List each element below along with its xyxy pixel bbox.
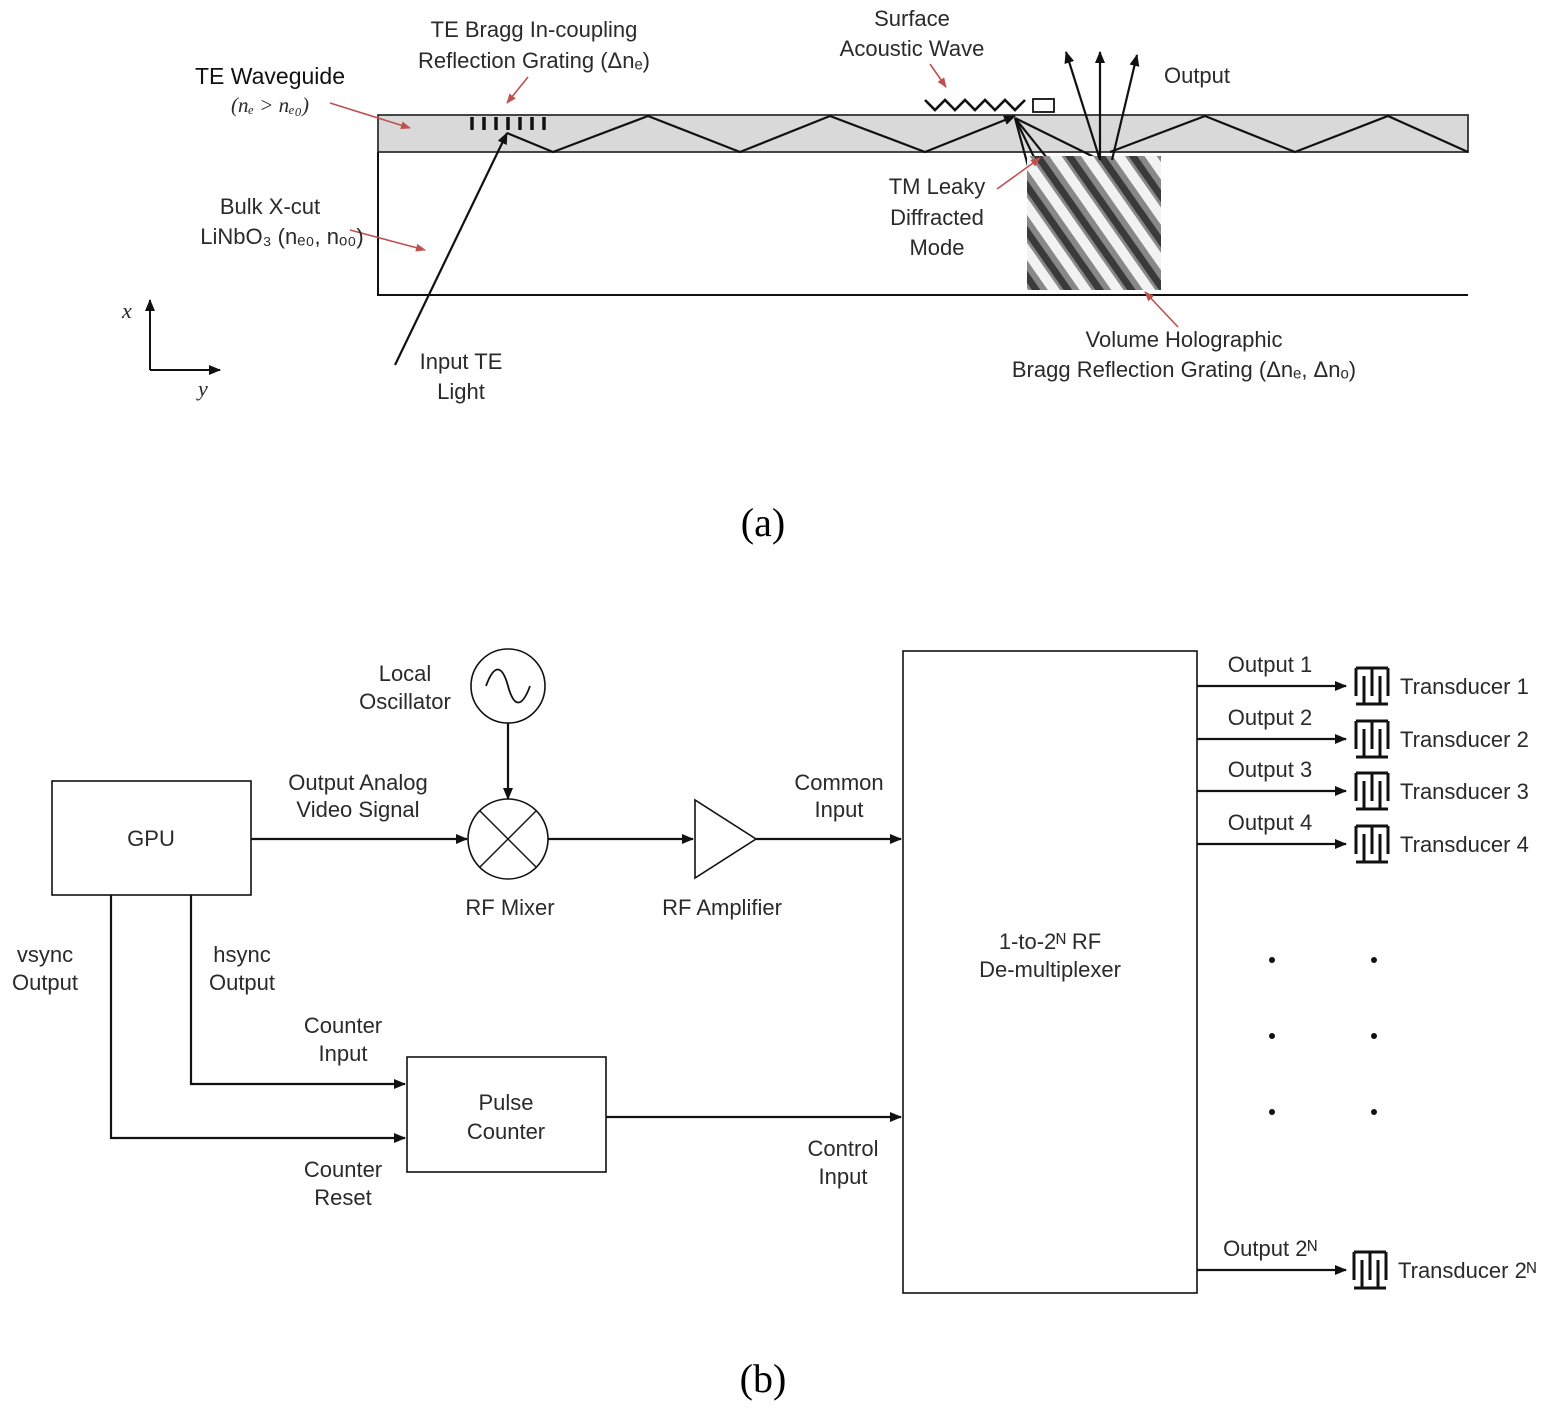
output-label: Output 3: [1228, 757, 1312, 782]
panel-a: x y TE Waveguide (nₑ > nₑ₀) TE Bragg In-…: [121, 6, 1469, 545]
out-analog-label-1: Output Analog: [288, 770, 427, 795]
transducer-icon: [1352, 1250, 1388, 1290]
label-output: Output: [1164, 63, 1230, 88]
transducer-label: Transducer 2ᴺ: [1398, 1258, 1536, 1283]
surface-acoustic-wave: [924, 98, 1026, 112]
output-label: Output 2ᴺ: [1223, 1236, 1317, 1261]
hsync-label-2: Output: [209, 970, 275, 995]
guided-ray-right: [1109, 114, 1469, 154]
local-osc-label-2: Oscillator: [359, 689, 451, 714]
control-input-label-1: Control: [808, 1136, 879, 1161]
continuation-dots: [1269, 957, 1377, 1115]
counter-input-label-1: Counter: [304, 1013, 382, 1038]
label-tm-2: Diffracted: [890, 205, 984, 230]
saw-transducer: [1032, 98, 1055, 113]
axis-x-label: x: [121, 298, 132, 323]
label-input-2: Light: [437, 379, 485, 404]
vsync-label-2: Output: [12, 970, 78, 995]
hsync-label-1: hsync: [213, 942, 270, 967]
incoupling-grating: [470, 117, 546, 130]
axis-y-label: y: [196, 376, 208, 401]
pulse-counter-label-1: Pulse: [478, 1090, 533, 1115]
control-input-label-2: Input: [819, 1164, 868, 1189]
label-bulk-2: LiNbO₃ (nₑ₀, nₒ₀): [200, 224, 364, 249]
transducer-label: Transducer 2: [1400, 727, 1529, 752]
transducer-label: Transducer 4: [1400, 832, 1529, 857]
pulse-counter-block: [406, 1056, 607, 1173]
pulse-counter-label-2: Counter: [467, 1119, 545, 1144]
label-vhg-1: Volume Holographic: [1086, 327, 1283, 352]
output-label: Output 2: [1228, 705, 1312, 730]
label-saw-1: Surface: [874, 6, 950, 31]
caption-a: (a): [741, 500, 785, 545]
rf-amp-label: RF Amplifier: [662, 895, 782, 920]
volume-holographic-grating: [1027, 156, 1161, 290]
transducer-icon: [1354, 771, 1390, 811]
common-input-label-2: Input: [815, 797, 864, 822]
te-waveguide-layer: [377, 114, 1469, 153]
out-analog-label-2: Video Signal: [296, 797, 419, 822]
label-saw-2: Acoustic Wave: [840, 36, 985, 61]
bulk-substrate: [377, 152, 1468, 296]
caption-b: (b): [740, 1356, 787, 1401]
output-label: Output 4: [1228, 810, 1312, 835]
common-input-label-1: Common: [794, 770, 883, 795]
output-rays: [1064, 51, 1140, 161]
label-input-1: Input TE: [420, 349, 503, 374]
label-te-waveguide: TE Waveguide: [195, 63, 345, 89]
counter-reset-label-2: Reset: [314, 1185, 371, 1210]
counter-reset-label-1: Counter: [304, 1157, 382, 1182]
local-osc-label-1: Local: [379, 661, 432, 686]
transducer-icon: [1354, 666, 1390, 706]
rf-amplifier: [694, 798, 758, 880]
label-tm-1: TM Leaky: [889, 174, 986, 199]
transducer-label: Transducer 1: [1400, 674, 1529, 699]
label-vhg-2: Bragg Reflection Grating (Δnₑ, Δnₒ): [1012, 357, 1356, 382]
transducer-label: Transducer 3: [1400, 779, 1529, 804]
output-label: Output 1: [1228, 652, 1312, 677]
demux-label-1: 1-to-2ᴺ RF: [999, 929, 1101, 954]
transducer-icon: [1354, 719, 1390, 759]
gpu-label: GPU: [127, 826, 175, 851]
axis-indicator: x y: [121, 298, 221, 401]
label-bragg-incoupling-2: Reflection Grating (Δnₑ): [418, 48, 650, 73]
demux-label-2: De-multiplexer: [979, 957, 1121, 982]
transducer-icon: [1354, 824, 1390, 864]
counter-input-label-2: Input: [319, 1041, 368, 1066]
outputs-group: Output 1 Transducer 1 Output 2 Transducer 2…: [1197, 652, 1536, 1290]
label-te-waveguide-cond: (nₑ > nₑ₀): [231, 93, 309, 117]
guided-ray: [506, 114, 1016, 154]
vsync-label-1: vsync: [17, 942, 73, 967]
label-bulk-1: Bulk X-cut: [220, 194, 320, 219]
rf-mixer-label: RF Mixer: [465, 895, 554, 920]
gpu-block: [51, 780, 252, 896]
label-bragg-incoupling-1: TE Bragg In-coupling: [431, 17, 638, 42]
label-tm-3: Mode: [909, 235, 964, 260]
demux-block: [902, 650, 1198, 1294]
panel-b: GPU Local Oscillator RF Mixer Output Ana…: [12, 648, 1536, 1401]
input-light-ray: [394, 132, 508, 366]
sine-icon: [485, 668, 531, 704]
